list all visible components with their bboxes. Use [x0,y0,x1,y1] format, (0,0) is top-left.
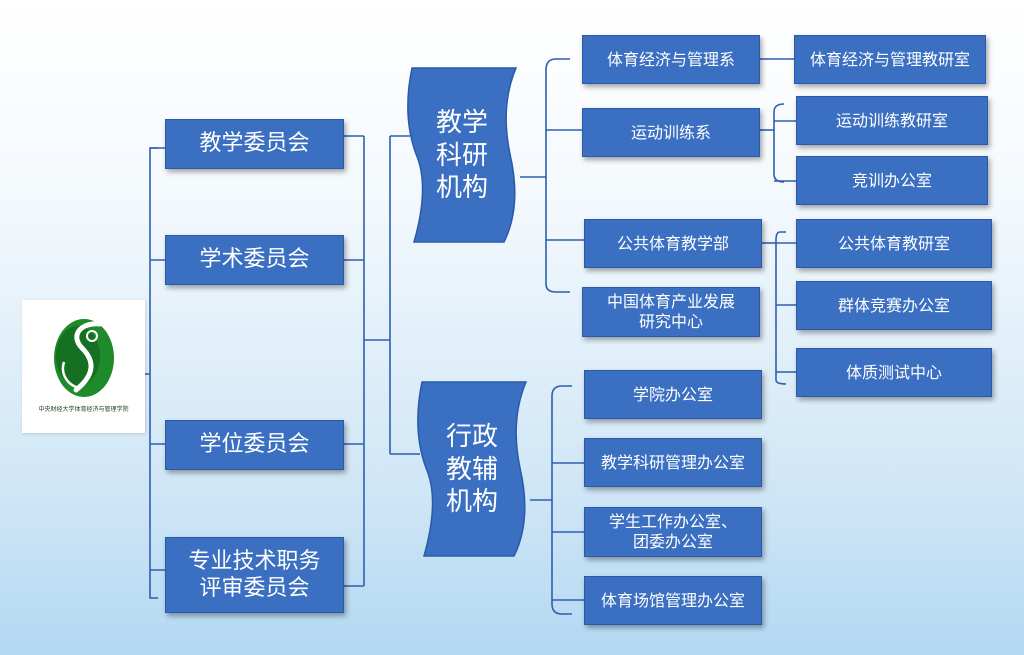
office-economics-teaching: 体育经济与管理教研室 [794,35,986,84]
committee-teaching: 教学委员会 [165,119,344,169]
banner-research-label: 教学 科研 机构 [435,108,488,204]
banner-admin-label: 行政 教辅 机构 [445,422,498,518]
banner-research: 教学 科研 机构 [410,96,514,216]
logo-panel: 中央财经大学体育经济与管理学院 [22,300,145,433]
office-competition: 竞训办公室 [796,156,988,205]
dept-public-pe: 公共体育教学部 [584,219,762,268]
office-mass-sports: 群体竞赛办公室 [796,281,992,330]
banner-admin-shape [417,381,528,557]
office-training-teaching: 运动训练教研室 [796,96,988,145]
office-fitness-testing: 体质测试中心 [796,348,992,397]
banner-research-shape [407,67,518,243]
office-teaching-research-management: 教学科研管理办公室 [584,438,762,487]
office-student-affairs: 学生工作办公室、 团委办公室 [584,507,762,557]
committee-academic: 学术委员会 [165,235,344,285]
committee-professional-title: 专业技术职务 评审委员会 [165,537,344,613]
banner-admin: 行政 教辅 机构 [420,410,524,530]
office-venue-management: 体育场馆管理办公室 [584,576,762,625]
committee-degree: 学位委员会 [165,420,344,470]
office-college: 学院办公室 [584,370,762,419]
office-public-pe-teaching: 公共体育教研室 [796,219,992,268]
dept-industry-research-center-label: 中国体育产业发展 研究中心 [606,292,735,331]
committee-professional-title-label: 专业技术职务 评审委员会 [188,548,321,602]
logo-caption: 中央财经大学体育经济与管理学院 [38,406,129,413]
office-student-affairs-label: 学生工作办公室、 团委办公室 [608,512,737,551]
dept-industry-research-center: 中国体育产业发展 研究中心 [582,287,760,337]
dept-sports-economics: 体育经济与管理系 [582,35,760,84]
college-logo-icon [54,319,114,397]
dept-sports-training: 运动训练系 [582,108,760,157]
